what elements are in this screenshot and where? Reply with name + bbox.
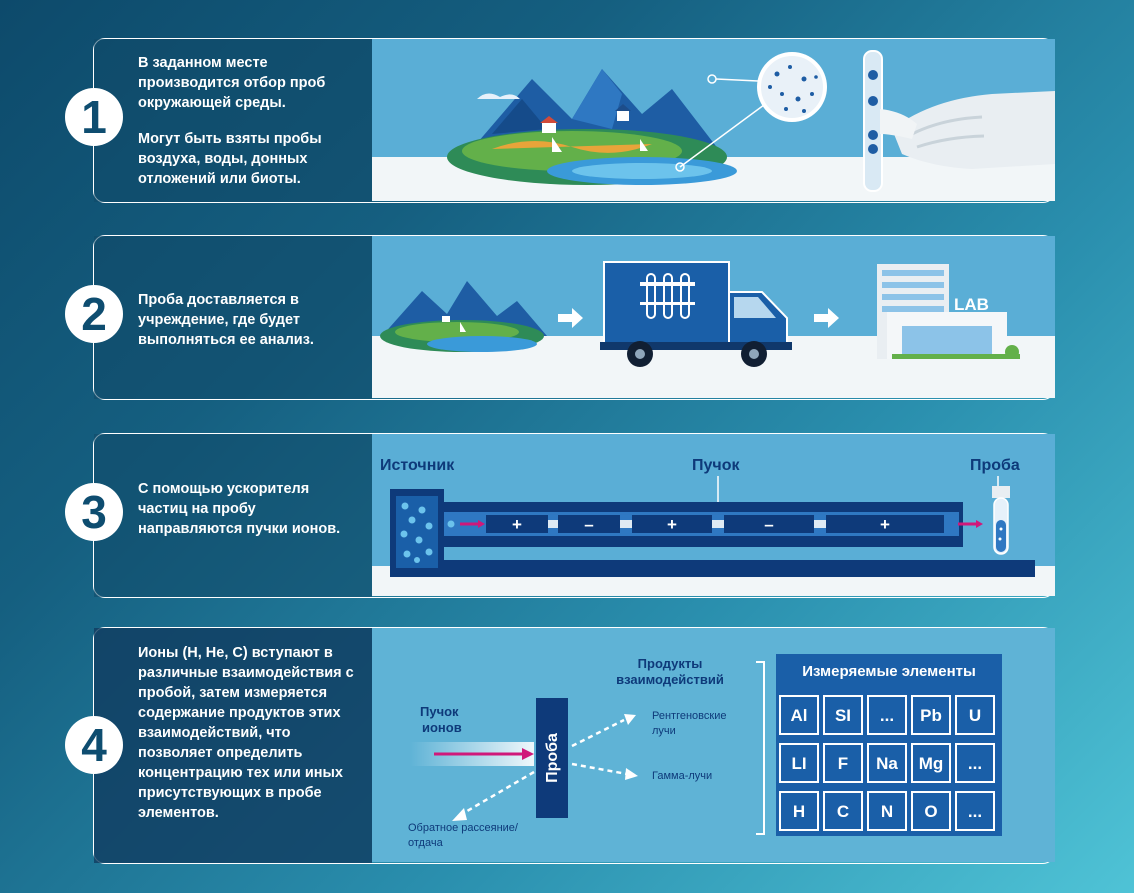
products-bracket <box>756 661 765 835</box>
step-1-number-badge: 1 <box>65 88 123 146</box>
step-1-paragraph-1: В заданном месте производится отбор проб… <box>138 55 326 111</box>
step-3-panel: С помощью ускорителя частиц на пробу нап… <box>65 433 1055 598</box>
element-cell: H <box>793 802 805 821</box>
test-tube-hand-icon <box>863 50 1055 192</box>
elements-title: Измеряемые элементы <box>802 663 976 680</box>
step-3-paragraph-1: С помощью ускорителя частиц на пробу нап… <box>138 481 341 537</box>
xray-label-line1: Рентгеновские <box>652 710 726 722</box>
step-1-text-area: В заданном месте производится отбор проб… <box>94 39 372 202</box>
element-cell: Na <box>876 754 898 773</box>
element-cell: ... <box>968 802 982 821</box>
charge-4: – <box>764 515 773 534</box>
sampling-scene <box>372 39 1055 201</box>
xray-arrow-icon <box>624 714 636 725</box>
transport-scene: LAB <box>372 236 1055 398</box>
step-4-illustration: Пучок ионов Проба Продукты взаимодействи… <box>372 628 1055 863</box>
backscatter-arrow-icon <box>452 808 467 821</box>
ion-beam-label-line1: Пучок <box>420 704 459 719</box>
step-4-number-badge: 4 <box>65 716 123 774</box>
element-cell: ... <box>880 706 894 725</box>
gamma-arrow-icon <box>625 768 638 780</box>
interaction-diagram: Пучок ионов Проба Продукты взаимодействи… <box>372 628 1055 862</box>
backscatter-label-line1: Обратное рассеяние/ <box>408 822 519 834</box>
ion-particles <box>400 502 455 563</box>
products-title-line1: Продукты <box>638 656 703 671</box>
step-3-illustration: Источник Пучок Проба <box>372 434 1055 597</box>
step-4-paragraph-1: Ионы (H, He, C) вступают в различные вза… <box>138 645 354 821</box>
source-label: Источник <box>380 457 455 474</box>
step-3-number-badge: 3 <box>65 483 123 541</box>
backscatter-label-line2: отдача <box>408 837 444 849</box>
step-2-illustration: LAB <box>372 236 1055 399</box>
element-cell: N <box>881 802 893 821</box>
step-1-panel: В заданном месте производится отбор проб… <box>65 38 1055 203</box>
lab-building-icon: LAB <box>877 264 1020 359</box>
element-cell: LI <box>791 754 806 773</box>
accelerator-diagram: Источник Пучок Проба <box>372 434 1055 596</box>
step-3-description: С помощью ускорителя частиц на пробу нап… <box>138 479 358 539</box>
charge-1: + <box>512 515 522 534</box>
step-3-text-area: С помощью ускорителя частиц на пробу нап… <box>94 434 372 597</box>
landscape-icon <box>380 281 547 352</box>
step-2-description: Проба доставляется в учреждение, где буд… <box>138 290 358 350</box>
step-1-description: В заданном месте производится отбор проб… <box>138 53 358 189</box>
element-cell: C <box>837 802 849 821</box>
element-cell: O <box>924 802 937 821</box>
element-cell: Pb <box>920 706 942 725</box>
charge-2: – <box>584 515 593 534</box>
beam-arrow-icon <box>460 520 983 528</box>
step-2-panel: Проба доставляется в учреждение, где буд… <box>65 235 1055 400</box>
step-1-paragraph-2: Могут быть взяты пробы воздуха, воды, до… <box>138 131 322 187</box>
gamma-label: Гамма-лучи <box>652 770 712 782</box>
element-cell: F <box>838 754 848 773</box>
truck-icon <box>600 261 792 367</box>
step-2-paragraph-1: Проба доставляется в учреждение, где буд… <box>138 292 314 348</box>
ion-beam-label-line2: ионов <box>422 720 462 735</box>
sample-magnifier-icon <box>757 52 827 122</box>
arrow-right-icon <box>558 308 583 328</box>
xray-label-line2: лучи <box>652 725 676 737</box>
test-tube-icon <box>992 486 1010 555</box>
step-4-text-area: Ионы (H, He, C) вступают в различные вза… <box>94 628 372 863</box>
step-4-panel: Ионы (H, He, C) вступают в различные вза… <box>65 627 1055 864</box>
step-4-description: Ионы (H, He, C) вступают в различные вза… <box>138 643 354 823</box>
element-cell: Mg <box>919 754 944 773</box>
sample-block-label: Проба <box>544 733 561 783</box>
element-cell: ... <box>968 754 982 773</box>
beam-label: Пучок <box>692 457 740 474</box>
sample-block <box>536 698 568 818</box>
charge-5: + <box>880 515 890 534</box>
element-cell: Al <box>791 706 808 725</box>
product-arrows <box>461 718 628 816</box>
step-1-illustration <box>372 39 1055 202</box>
accelerator-segments <box>486 515 944 533</box>
products-title-line2: взаимодействий <box>616 672 724 687</box>
sample-label: Проба <box>970 457 1020 474</box>
step-2-text-area: Проба доставляется в учреждение, где буд… <box>94 236 372 399</box>
accelerator-base <box>390 560 1035 577</box>
landscape-icon <box>447 69 737 185</box>
lab-sign: LAB <box>954 295 989 314</box>
arrow-right-icon <box>814 308 839 328</box>
step-2-number-badge: 2 <box>65 285 123 343</box>
element-cell: SI <box>835 706 851 725</box>
beam-arrow-icon <box>522 748 534 760</box>
charge-3: + <box>667 515 677 534</box>
element-cell: U <box>969 706 981 725</box>
elements-grid <box>779 695 995 831</box>
